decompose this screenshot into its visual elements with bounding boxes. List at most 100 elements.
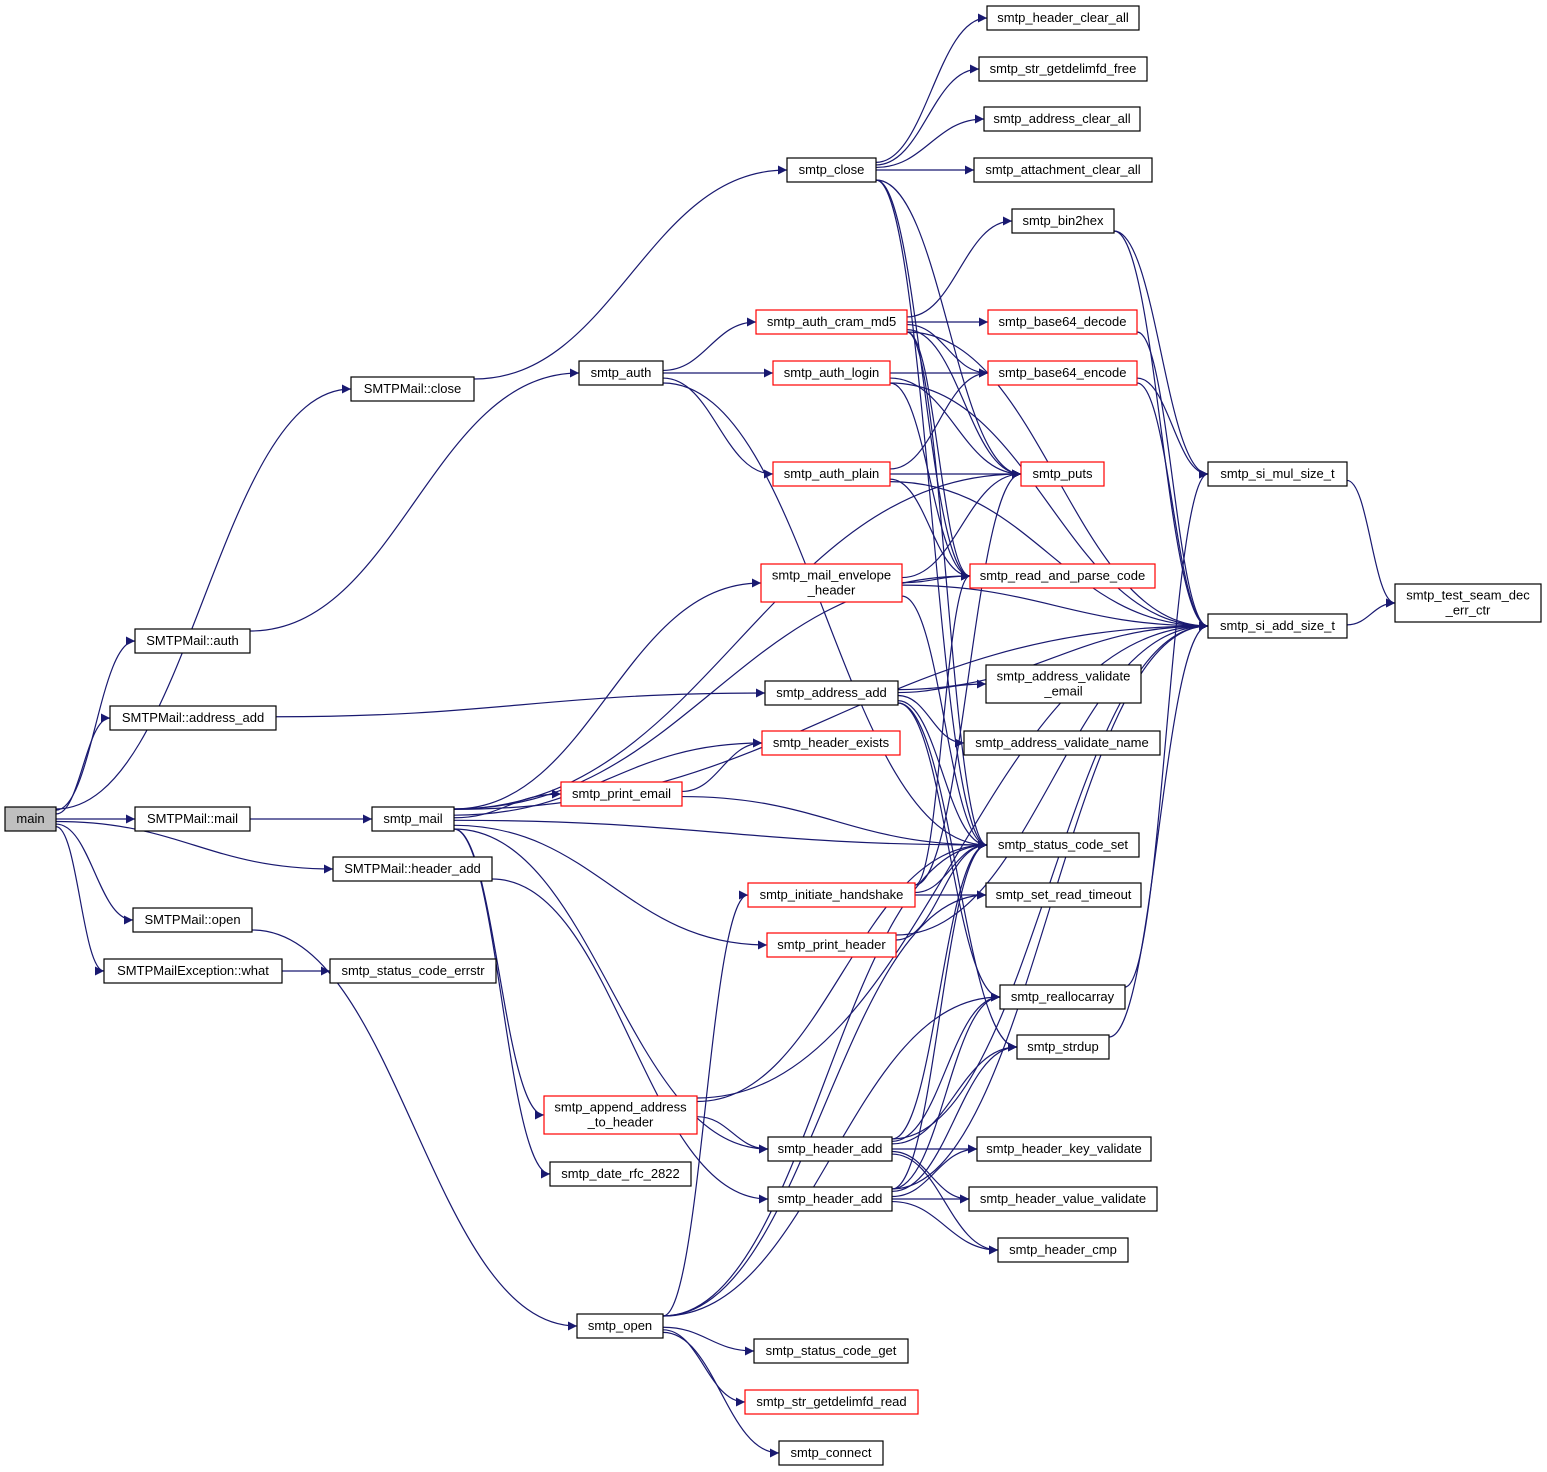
node-label: smtp_mail_envelope [772, 568, 891, 583]
node-smtpmail-mail[interactable]: SMTPMail::mail [134, 806, 251, 832]
node-label: smtp_print_header [777, 937, 886, 952]
node-box [986, 5, 1140, 31]
node-smtp-str-getdelimfd-read[interactable]: smtp_str_getdelimfd_read [744, 1389, 919, 1415]
node-box [1207, 461, 1348, 487]
node-smtp-date-rfc-2822[interactable]: smtp_date_rfc_2822 [549, 1161, 692, 1187]
edges-layer [55, 13, 1396, 1458]
node-smtp-test-seam-dec-err-ctr[interactable]: smtp_test_seam_dec_err_ctr [1394, 583, 1542, 623]
node-box [560, 781, 683, 807]
node-label: smtp_status_code_set [998, 837, 1128, 852]
node-smtp-mail-envelope-header[interactable]: smtp_mail_envelope_header [760, 563, 903, 603]
node-smtp-header-value-validate[interactable]: smtp_header_value_validate [968, 1186, 1158, 1212]
node-label: smtp_header_value_validate [980, 1191, 1146, 1206]
node-smtp-connect[interactable]: smtp_connect [778, 1440, 884, 1466]
node-smtp-auth-cram-md5[interactable]: smtp_auth_cram_md5 [755, 309, 908, 335]
node-smtp-open[interactable]: smtp_open [576, 1313, 664, 1339]
node-smtp-close[interactable]: smtp_close [786, 157, 877, 183]
node-box [4, 806, 57, 832]
node-smtp-header-clear-all[interactable]: smtp_header_clear_all [986, 5, 1140, 31]
edge-smtpmail-open-to-smtp-open [251, 929, 578, 1331]
node-smtp-append-address-to-header[interactable]: smtp_append_address_to_header [543, 1095, 698, 1135]
node-label: SMTPMail::header_add [344, 861, 481, 876]
node-smtp-base64-encode[interactable]: smtp_base64_encode [987, 360, 1138, 386]
node-box [134, 806, 251, 832]
node-smtp-header-add-2[interactable]: smtp_header_add [767, 1186, 893, 1212]
edge-smtp-header-add-2-to-smtp-strdup [891, 1042, 1018, 1192]
node-smtp-print-header[interactable]: smtp_print_header [766, 932, 897, 958]
node-label: SMTPMail::close [364, 381, 462, 396]
edge-smtp-close-to-smtp-read-and-parse-code [875, 179, 971, 581]
node-box [973, 157, 1153, 183]
node-box [767, 1186, 893, 1212]
node-smtp-header-cmp[interactable]: smtp_header_cmp [997, 1237, 1129, 1263]
node-label: smtp_base64_encode [999, 365, 1127, 380]
node-smtp-strdup[interactable]: smtp_strdup [1016, 1034, 1110, 1060]
node-box [786, 157, 877, 183]
edge-smtp-append-address-to-header-to-smtp-status-code-set [696, 840, 988, 1103]
node-smtp-status-code-get[interactable]: smtp_status_code_get [753, 1338, 909, 1364]
node-smtp-si-add-size-t[interactable]: smtp_si_add_size_t [1207, 613, 1348, 639]
edge-smtp-header-add-1-to-smtp-header-cmp [891, 1153, 999, 1255]
node-smtp-read-and-parse-code[interactable]: smtp_read_and_parse_code [969, 563, 1156, 589]
node-smtpmail-close[interactable]: SMTPMail::close [350, 376, 475, 402]
edge-smtp-print-header-to-smtp-si-add-size-t [895, 621, 1209, 936]
edge-smtp-initiate-handshake-to-smtp-puts [914, 469, 1022, 886]
edge-smtp-print-header-to-smtp-status-code-set [895, 840, 988, 941]
node-box [978, 56, 1148, 82]
edge-smtp-auth-plain-to-smtp-base64-encode [889, 368, 989, 470]
node-smtp-initiate-handshake[interactable]: smtp_initiate_handshake [747, 882, 916, 908]
node-smtp-attachment-clear-all[interactable]: smtp_attachment_clear_all [973, 157, 1153, 183]
edge-smtp-mail-to-smtp-header-exists [453, 738, 763, 816]
node-smtp-address-add[interactable]: smtp_address_add [764, 680, 899, 706]
node-smtp-status-code-errstr[interactable]: smtp_status_code_errstr [329, 958, 497, 984]
node-label: smtp_connect [791, 1445, 872, 1460]
edge-smtp-si-add-size-t-to-smtp-test-seam-dec-err-ctr [1346, 598, 1396, 626]
edge-smtp-address-add-to-smtp-address-validate-name [897, 694, 965, 748]
node-smtp-bin2hex[interactable]: smtp_bin2hex [1011, 208, 1115, 234]
edge-smtp-auth-to-smtp-status-code-set [662, 382, 988, 850]
node-smtp-str-getdelimfd-free[interactable]: smtp_str_getdelimfd_free [978, 56, 1148, 82]
edge-smtp-header-add-1-to-smtp-header-value-validate [891, 1150, 970, 1204]
node-smtp-mail[interactable]: smtp_mail [371, 806, 455, 832]
edge-smtp-open-to-smtp-set-read-timeout [662, 890, 987, 1317]
node-smtp-address-clear-all[interactable]: smtp_address_clear_all [983, 106, 1141, 132]
node-box [549, 1161, 692, 1187]
node-smtpmailexception-what[interactable]: SMTPMailException::what [103, 958, 283, 984]
edge-smtp-open-to-smtp-status-code-get [662, 1326, 755, 1356]
node-smtp-status-code-set[interactable]: smtp_status_code_set [986, 832, 1140, 858]
node-smtp-set-read-timeout[interactable]: smtp_set_read_timeout [985, 882, 1142, 908]
node-smtp-reallocarray[interactable]: smtp_reallocarray [999, 984, 1126, 1010]
edge-smtp-close-to-smtp-status-code-set [875, 179, 988, 850]
node-label: _header [807, 583, 856, 598]
node-smtp-address-validate-email[interactable]: smtp_address_validate_email [985, 664, 1142, 704]
node-label: smtp_address_validate [997, 669, 1131, 684]
node-smtp-header-exists[interactable]: smtp_header_exists [761, 730, 901, 756]
node-smtp-header-add-1[interactable]: smtp_header_add [767, 1136, 893, 1162]
node-smtpmail-open[interactable]: SMTPMail::open [132, 907, 253, 933]
node-smtp-print-email[interactable]: smtp_print_email [560, 781, 683, 807]
node-label: smtp_header_key_validate [986, 1141, 1141, 1156]
node-box [969, 563, 1156, 589]
node-smtp-auth-login[interactable]: smtp_auth_login [772, 360, 891, 386]
node-smtpmail-header-add[interactable]: SMTPMail::header_add [332, 856, 493, 882]
edge-smtp-close-to-smtp-str-getdelimfd-free [875, 64, 980, 166]
node-smtp-header-key-validate[interactable]: smtp_header_key_validate [976, 1136, 1152, 1162]
node-box [778, 1440, 884, 1466]
node-smtpmail-auth[interactable]: SMTPMail::auth [134, 628, 251, 654]
node-smtp-auth[interactable]: smtp_auth [578, 360, 664, 386]
node-main[interactable]: main [4, 806, 57, 832]
node-box [772, 461, 891, 487]
node-smtp-base64-decode[interactable]: smtp_base64_decode [987, 309, 1138, 335]
node-smtpmail-address-add[interactable]: SMTPMail::address_add [109, 705, 277, 731]
edge-smtp-initiate-handshake-to-smtp-status-code-set [914, 840, 988, 894]
edge-smtp-print-email-to-smtp-status-code-set [681, 795, 988, 850]
node-smtp-si-mul-size-t[interactable]: smtp_si_mul_size_t [1207, 461, 1348, 487]
node-box [968, 1186, 1158, 1212]
node-smtp-auth-plain[interactable]: smtp_auth_plain [772, 461, 891, 487]
node-box [986, 832, 1140, 858]
nodes-layer: main smtp_header_clear_all smtp_str_getdel… [4, 5, 1542, 1466]
node-smtp-address-validate-name[interactable]: smtp_address_validate_name [963, 730, 1161, 756]
node-smtp-puts[interactable]: smtp_puts [1020, 461, 1105, 487]
node-label: smtp_reallocarray [1011, 989, 1115, 1004]
edge-smtp-mail-to-smtp-puts [453, 469, 1022, 810]
